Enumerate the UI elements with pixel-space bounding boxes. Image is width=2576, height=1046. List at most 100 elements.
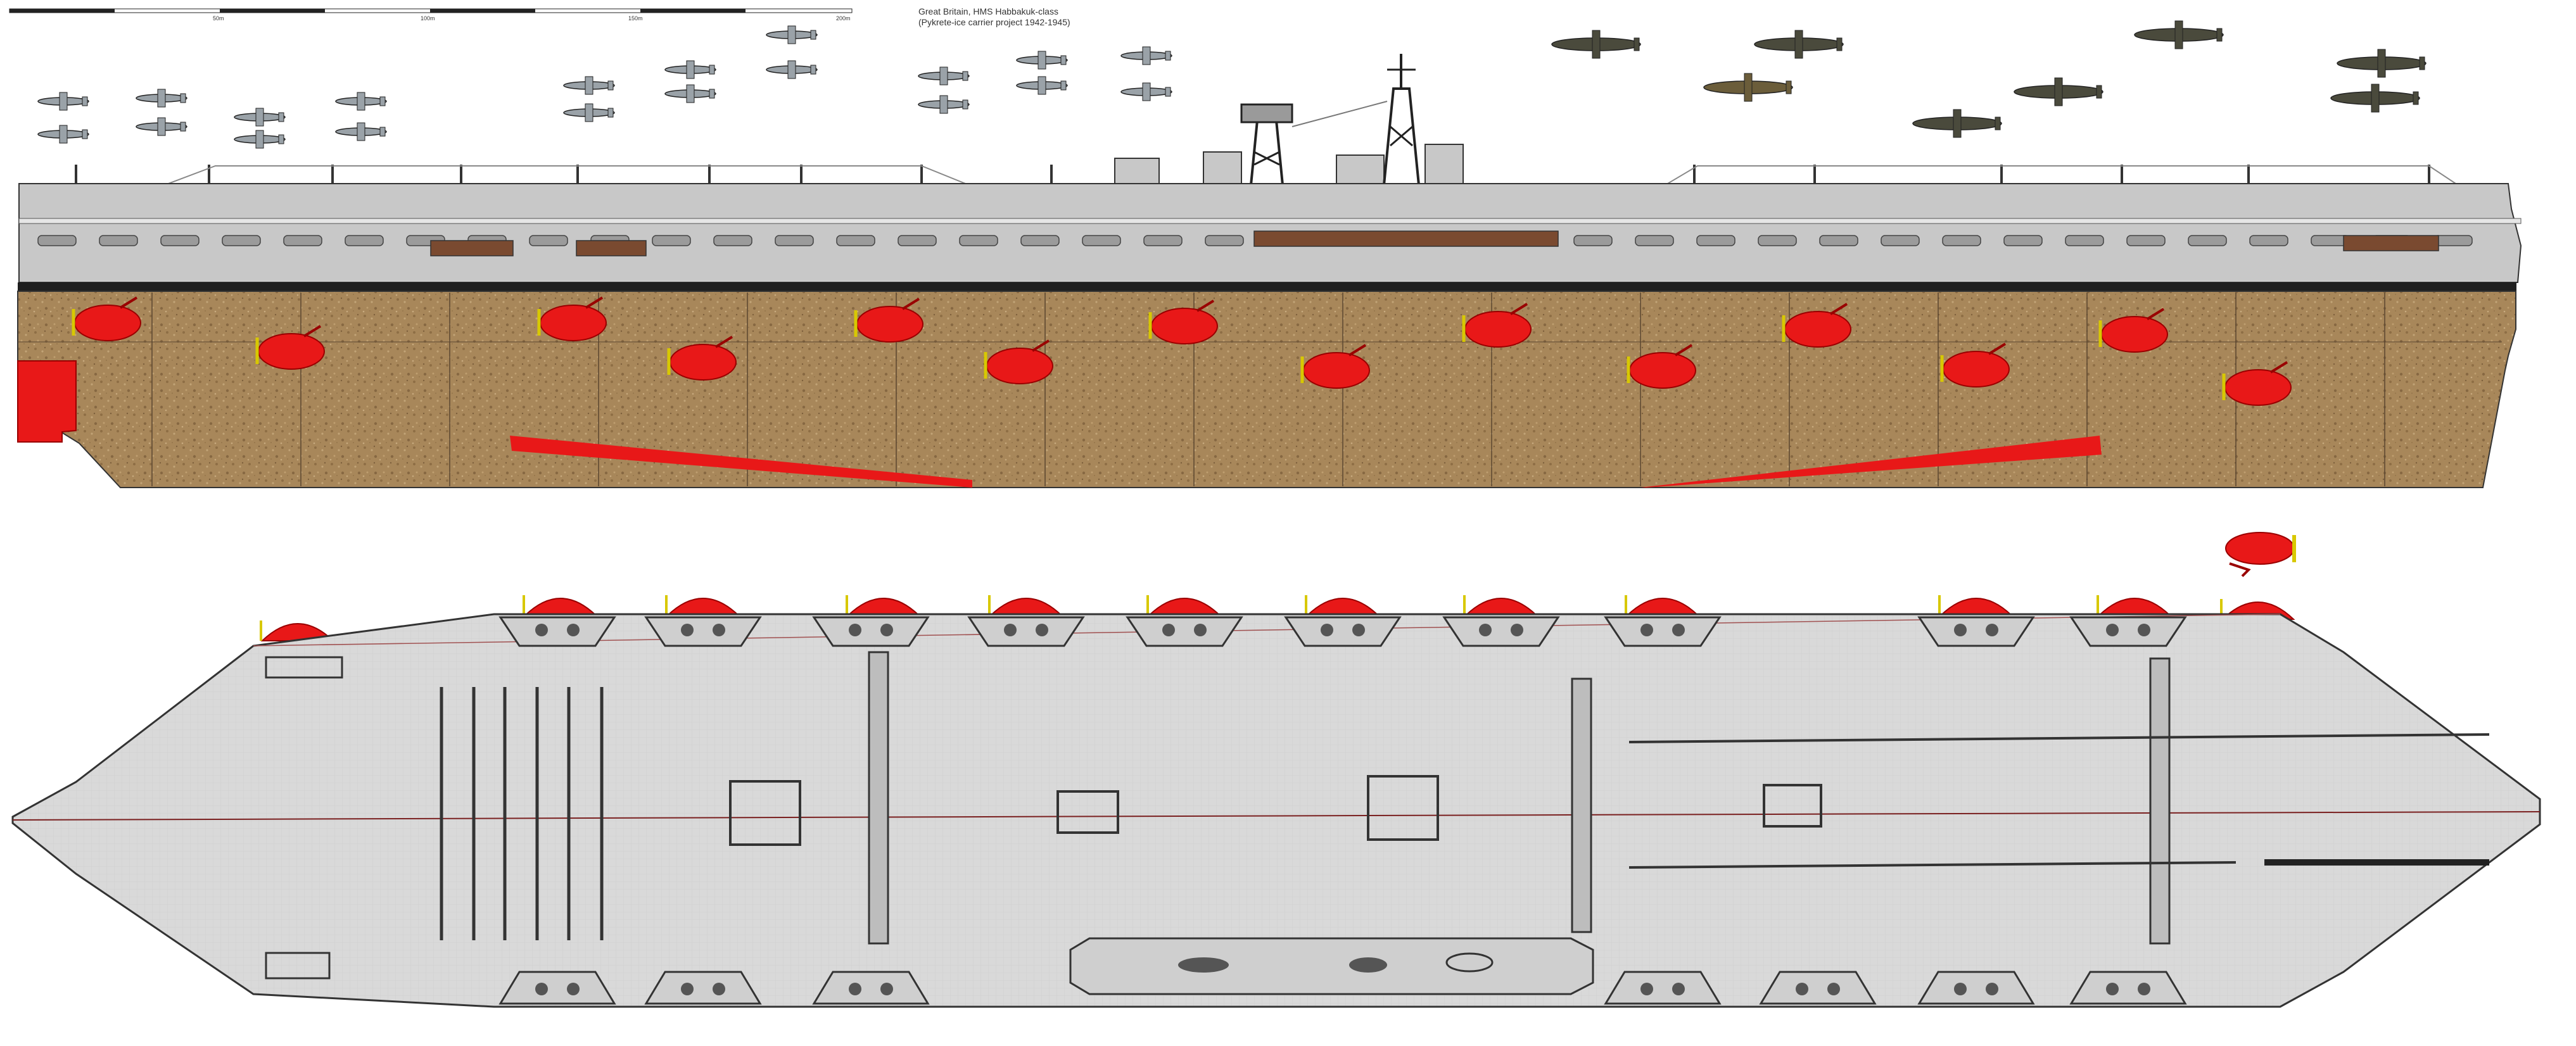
- aircraft-icon: [37, 92, 89, 111]
- aircraft-icon: [1016, 76, 1068, 95]
- aircraft-icon: [2134, 20, 2224, 49]
- aircraft-icon: [664, 84, 716, 103]
- aircraft-elevators: [729, 775, 1822, 846]
- scale-bar: 50m 100m 150m 200m: [9, 8, 853, 22]
- aircraft-icon: [1120, 82, 1172, 101]
- aircraft-icon: [335, 92, 387, 111]
- drawing-title: Great Britain, HMS Habbakuk-class (Pykre…: [918, 6, 1070, 28]
- hangar-openings: [37, 230, 2473, 256]
- aircraft-icon: [766, 60, 818, 79]
- aircraft-icon: [918, 95, 970, 114]
- motor-pod-detail: [2225, 532, 2296, 577]
- aircraft-group: [37, 20, 2427, 149]
- motor-pod: [984, 339, 1053, 384]
- motor-pods-plan: [260, 595, 2295, 641]
- motor-pod: [854, 298, 923, 343]
- scale-label-150: 150m: [628, 15, 643, 22]
- bilge-keel-aft: [510, 436, 972, 488]
- motor-pod: [666, 598, 740, 616]
- aircraft-icon: [1016, 51, 1068, 70]
- aircraft-icon: [1754, 30, 1844, 59]
- flight-deck-outline: [11, 613, 2541, 1008]
- boat-stowage: [430, 240, 514, 256]
- aircraft-icon: [37, 125, 89, 144]
- gun-sponson: [644, 971, 762, 1005]
- aircraft-icon: [136, 117, 187, 136]
- aircraft-icon: [563, 103, 615, 122]
- gun-sponson: [1917, 971, 2035, 1005]
- gun-sponson: [2069, 971, 2187, 1005]
- centerline: [12, 811, 2541, 821]
- motor-pod: [1939, 598, 2014, 616]
- island-plan: [1069, 937, 1594, 995]
- waterline-band: [18, 282, 2516, 291]
- aft-deck-hatch: [265, 656, 343, 679]
- aircraft-icon: [2330, 84, 2420, 113]
- crash-barriers: [868, 651, 2171, 945]
- aircraft-icon: [234, 108, 286, 127]
- gun-sponson: [967, 616, 1085, 647]
- motor-pod: [1300, 344, 1370, 389]
- aircraft-icon: [664, 60, 716, 79]
- rudder-red: [17, 360, 77, 443]
- aircraft-icon: [1703, 73, 1793, 102]
- motor-pod: [1940, 343, 2010, 388]
- gun-sponson: [1917, 616, 2035, 647]
- gun-sponson: [812, 616, 930, 647]
- runway-markings: [1628, 733, 2490, 869]
- aircraft-icon: [918, 66, 970, 85]
- motor-pod: [72, 296, 141, 341]
- gun-sponson: [1284, 616, 1402, 647]
- drawing-title-line1: Great Britain, HMS Habbakuk-class: [918, 6, 1058, 16]
- motor-pod: [1625, 598, 1700, 616]
- aircraft-icon: [766, 25, 818, 44]
- aircraft-icon: [2337, 49, 2427, 78]
- gun-sponson: [812, 971, 930, 1005]
- gun-sponson: [1604, 616, 1722, 647]
- motor-pods-side: [72, 296, 2292, 406]
- gun-sponson: [1604, 971, 1722, 1005]
- aircraft-icon: [1551, 30, 1641, 59]
- side-elevation-view: [17, 54, 2522, 488]
- motor-pod: [537, 296, 607, 341]
- motor-pod: [255, 325, 325, 370]
- aircraft-icon: [1120, 46, 1172, 65]
- aft-deck-hatch-2: [265, 952, 331, 980]
- aircraft-icon: [335, 122, 387, 141]
- motor-pod: [2222, 361, 2292, 406]
- aircraft-icon: [234, 130, 286, 149]
- gun-sponson: [1126, 616, 1243, 647]
- boat-stowage: [2343, 235, 2439, 251]
- motor-pod: [1147, 598, 1222, 616]
- motor-pod: [2098, 308, 2168, 353]
- aircraft-icon: [563, 76, 615, 95]
- deck-edge-stripe: [18, 218, 2522, 224]
- aircraft-icon: [2014, 77, 2103, 106]
- scale-label-50: 50m: [213, 15, 224, 22]
- scale-label-200: 200m: [836, 15, 851, 22]
- gun-sponson: [498, 616, 616, 647]
- motor-pod: [1627, 344, 1696, 389]
- motor-pod: [2097, 598, 2172, 616]
- gun-sponson: [498, 971, 616, 1005]
- aircraft-icon: [1912, 109, 2002, 138]
- motor-pod: [1462, 303, 1532, 348]
- arrester-wires: [440, 687, 604, 940]
- deck-plan-view: [11, 532, 2541, 1008]
- aircraft-icon: [136, 89, 187, 108]
- bilge-keel-fwd: [1640, 436, 2102, 488]
- scale-label-100: 100m: [421, 15, 435, 22]
- motor-pod: [1782, 303, 1851, 348]
- boat-stowage: [576, 240, 647, 256]
- boat-stowage: [1253, 230, 1559, 247]
- motor-pod: [846, 598, 921, 616]
- motor-pod: [1148, 299, 1218, 344]
- motor-pod: [667, 336, 737, 381]
- gun-sponson: [2069, 616, 2187, 647]
- motor-pod: [989, 598, 1063, 616]
- gun-sponson: [1442, 616, 1560, 647]
- gun-sponsons: [498, 616, 2187, 1005]
- motor-pod: [523, 598, 598, 616]
- gun-sponson: [644, 616, 762, 647]
